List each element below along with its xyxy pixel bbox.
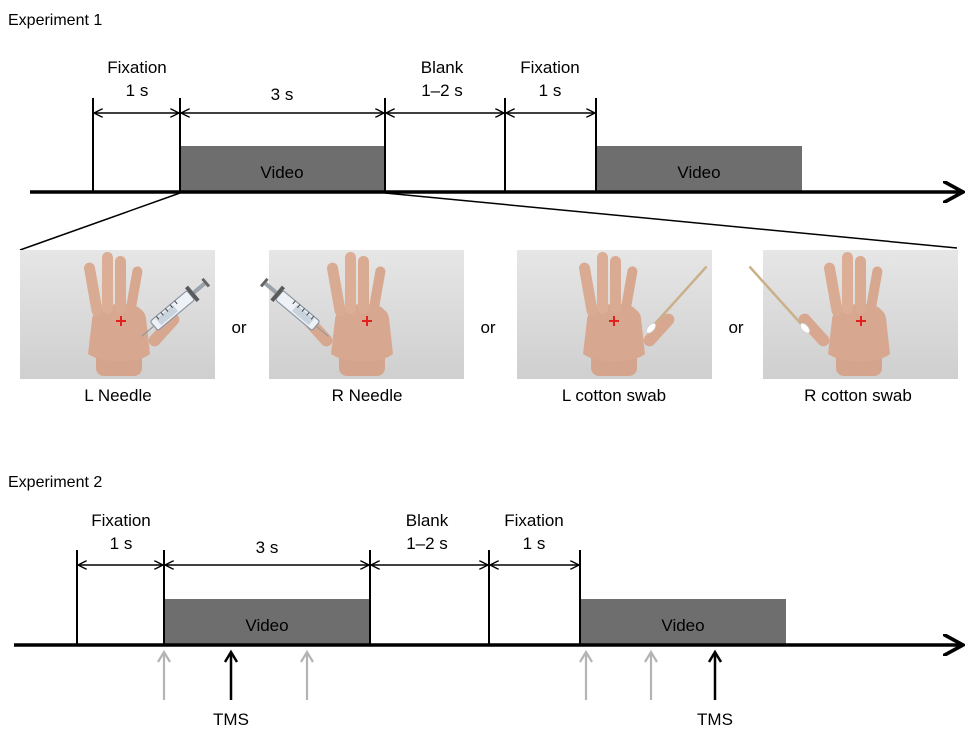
- experiment1-title: Experiment 1: [8, 12, 102, 29]
- tms-active-pulse-arrows: [223, 649, 723, 700]
- stimulus-photo-r-needle: [256, 250, 464, 379]
- stimulus-photo-l-cotton-swab: [517, 250, 712, 379]
- tms-label-1: TMS: [213, 710, 249, 729]
- exp1-fixation2-duration: 1 s: [539, 81, 562, 100]
- tms-candidate-arrow-1: [157, 649, 171, 700]
- exp2-video-label-2: Video: [661, 616, 704, 635]
- exp1-video-box-1: [179, 146, 385, 191]
- stimulus-caption-l-cotton-swab: L cotton swab: [562, 386, 666, 405]
- exp2-fixation2-label: Fixation: [504, 511, 564, 530]
- exp1-fixation1-duration: 1 s: [126, 81, 149, 100]
- exp1-video-label-1: Video: [260, 163, 303, 182]
- exp2-boundary-ticks: [76, 550, 581, 645]
- exp2-video-duration: 3 s: [256, 538, 279, 557]
- exp1-blank-label: Blank: [421, 58, 464, 77]
- exp2-fixation2-duration: 1 s: [523, 534, 546, 553]
- exp1-zoom-line-right: [384, 192, 958, 249]
- exp1-fixation2-label: Fixation: [520, 58, 580, 77]
- exp1-zoom-line-left: [19, 192, 181, 251]
- exp2-video-box-2: [580, 599, 786, 644]
- tms-candidate-arrow-2: [300, 649, 314, 700]
- exp1-boundary-ticks: [92, 98, 597, 192]
- exp2-blank-duration: 1–2 s: [406, 534, 448, 553]
- or-separator-2: or: [480, 318, 495, 337]
- tms-active-arrow-1: [223, 649, 239, 700]
- exp1-video-label-2: Video: [677, 163, 720, 182]
- tms-candidate-pulse-arrows: [157, 649, 658, 700]
- tms-active-arrow-2: [707, 649, 723, 700]
- tms-candidate-arrow-3: [579, 649, 593, 700]
- stimulus-photo-l-needle: [20, 250, 215, 379]
- or-separator-3: or: [728, 318, 743, 337]
- exp1-video-box-2: [596, 146, 802, 191]
- exp2-video-label-1: Video: [245, 616, 288, 635]
- tms-label-2: TMS: [697, 710, 733, 729]
- exp2-blank-label: Blank: [406, 511, 449, 530]
- stimulus-caption-r-needle: R Needle: [332, 386, 403, 405]
- exp2-fixation1-duration: 1 s: [110, 534, 133, 553]
- stimulus-photo-r-cotton-swab: [745, 250, 958, 379]
- or-separator-1: or: [231, 318, 246, 337]
- tms-candidate-arrow-4: [644, 649, 658, 700]
- exp1-video-duration: 3 s: [271, 85, 294, 104]
- exp1-fixation1-label: Fixation: [107, 58, 167, 77]
- exp1-blank-duration: 1–2 s: [421, 81, 463, 100]
- stimulus-caption-r-cotton-swab: R cotton swab: [804, 386, 912, 405]
- exp2-video-box-1: [164, 599, 370, 644]
- stimulus-caption-l-needle: L Needle: [84, 386, 151, 405]
- exp2-fixation1-label: Fixation: [91, 511, 151, 530]
- experiment2-title: Experiment 2: [8, 474, 102, 491]
